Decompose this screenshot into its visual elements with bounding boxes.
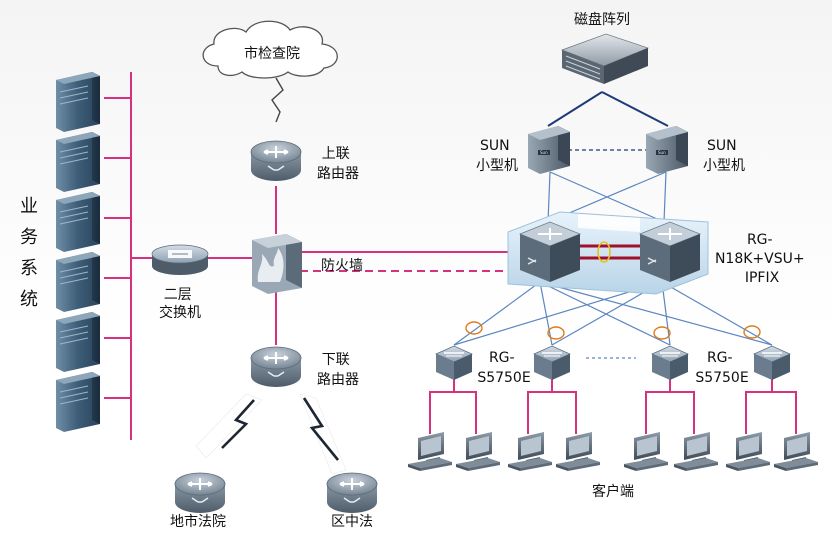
district-court-label: 区中法 [331,514,373,530]
firewall [252,234,302,294]
router-icon [250,140,302,182]
server-bus-taps [104,97,131,399]
desktop-pc-icon [556,432,600,471]
server-icon [55,311,101,373]
firewall-label: 防火墙 [321,258,363,274]
sun-left-label: SUN 小型机 [476,138,518,174]
sun-right-label: SUN 小型机 [703,138,745,174]
core-switch-label: RG- N18K+VSU+ IPFIX [715,232,809,286]
clients-label: 客户端 [592,483,634,500]
link-aggregation-ring [597,241,611,263]
uplink-aggregation-rings [465,321,761,340]
city-court-router [174,472,226,514]
switch-icon [151,244,209,275]
client-pcs [408,432,818,471]
desktop-pc-icon [774,432,818,471]
desktop-pc-icon [456,432,500,471]
access-to-pc-links [429,378,797,434]
wan-beam-left [195,393,263,459]
storage-to-sun-left-link [547,91,603,127]
switch-icon [533,345,571,381]
sun-minicomputer-right [646,126,688,174]
business-system-label: 业 务 系 统 [20,196,44,310]
upper-router [250,140,302,182]
router-icon [174,472,226,514]
switch-icon [753,345,791,381]
lower-router-label: 下联 路由器 [317,352,359,388]
storage-to-sun-right-link [601,91,669,127]
firewall-icon [252,234,302,294]
server-icon [55,191,101,253]
district-court-router [326,472,378,514]
access-switch-left-label: RG- S5750E [477,350,530,386]
server-icon [55,251,101,313]
access-switch-4 [753,345,791,381]
l2-switch-label: 二层 交换机 [159,287,201,321]
upper-router-label: 上联 路由器 [317,146,359,182]
desktop-pc-icon [408,432,452,471]
desktop-pc-icon [726,432,770,471]
cloud-icon [202,20,338,79]
core-switch-left [519,221,581,282]
server-icon [55,71,101,133]
minicomputer-icon [528,126,570,174]
server-icon [55,371,101,433]
sun-minicomputer-left [528,126,570,174]
prosecutors-office-cloud: 市检查院 [202,20,338,79]
lower-router [250,346,302,388]
access-switch-1 [435,345,473,381]
vsu-backplane [578,214,640,232]
wan-link-to-prosecutors-office [271,77,284,123]
wan-beam-right [299,393,347,475]
switch-icon [651,345,689,381]
wan-link-icon [221,399,255,449]
desktop-pc-icon [674,432,718,471]
access-switch-3 [651,345,689,381]
l2-switch [151,244,209,275]
disk-array-label: 磁盘阵列 [574,11,630,28]
city-court-label: 地市法院 [170,513,226,530]
desktop-pc-icon [508,432,552,471]
minicomputer-icon [646,126,688,174]
access-switch-2 [533,345,571,381]
server-icon [55,131,101,193]
desktop-pc-icon [624,432,668,471]
core-switch-vsu [507,211,709,295]
business-servers [55,71,101,433]
access-switch-right-label: RG- S5750E [695,350,748,386]
core-switch-right [639,221,701,282]
disk-array-icon [560,33,650,84]
wan-link-icon [302,397,340,461]
disk-array [560,33,650,84]
router-icon [250,346,302,388]
switch-icon [435,345,473,381]
prosecutors-office-label: 市检查院 [244,45,300,62]
router-icon [326,472,378,514]
